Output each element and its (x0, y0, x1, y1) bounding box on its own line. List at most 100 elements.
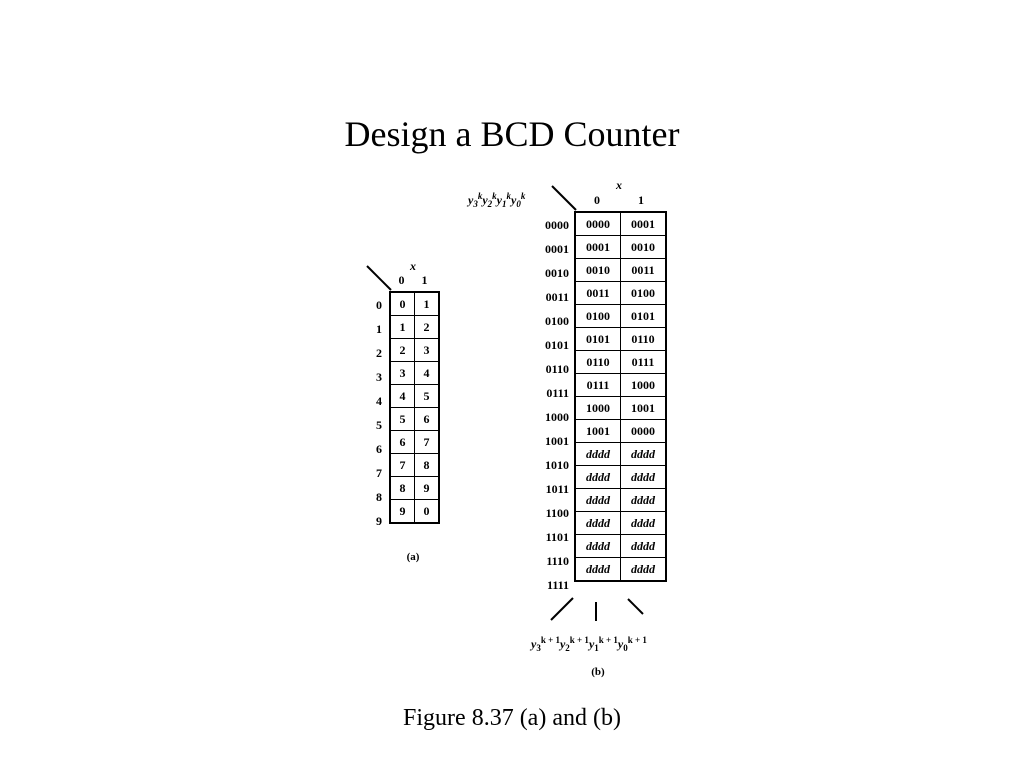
row-label: 8 (376, 490, 382, 504)
row-label: 1 (376, 322, 382, 336)
row-label: 1001 (545, 434, 569, 448)
row-label: 0001 (545, 242, 569, 256)
variable-subscript: 1 (594, 643, 599, 653)
variable-symbol: y (588, 637, 595, 651)
table-cell: 9 (414, 476, 440, 500)
figure-caption: Figure 8.37 (a) and (b) (403, 705, 621, 731)
variable-superscript: k (477, 191, 483, 201)
table-cell: 0010 (574, 258, 621, 282)
variable-superscript: k + 1 (627, 635, 647, 645)
variable-symbol: y (510, 193, 517, 207)
row-label: 1101 (545, 530, 569, 544)
table-cell: dddd (574, 488, 621, 512)
table-cell: dddd (574, 442, 621, 466)
table-cell: dddd (620, 442, 667, 466)
variable-subscript: 1 (501, 199, 507, 209)
row-label: 5 (376, 418, 382, 432)
slide-title: Design a BCD Counter (344, 114, 680, 154)
variable-superscript: k + 1 (598, 635, 618, 645)
row-label: 3 (376, 370, 382, 384)
state-variable: y0k + 1 (617, 635, 647, 653)
table-cell: dddd (620, 488, 667, 512)
row-label: 1010 (545, 458, 569, 472)
next-state-pointer-left (550, 597, 574, 621)
table-a-input-label: x (410, 259, 416, 273)
table-cell: 0101 (620, 304, 667, 328)
table-cell: 1000 (620, 373, 667, 397)
variable-symbol: y (496, 193, 502, 207)
row-label: 0010 (545, 266, 569, 280)
state-variable: y2k + 1 (559, 635, 589, 653)
state-variable: y3k (468, 191, 483, 209)
table-cell: 4 (414, 361, 440, 385)
table-cell: 1001 (620, 396, 667, 420)
table-cell: 7 (389, 453, 415, 477)
variable-superscript: k + 1 (569, 635, 589, 645)
table-cell: 0100 (574, 304, 621, 328)
table-b-state-header: y3ky2ky1ky0k (468, 184, 525, 216)
table-cell: 0000 (620, 419, 667, 443)
next-state-label: y3k + 1y2k + 1y1k + 1y0k + 1 (531, 628, 647, 660)
variable-symbol: y (531, 637, 537, 651)
table-a-corner-diagonal (366, 265, 392, 291)
state-variable: y0k (510, 191, 525, 209)
table-cell: dddd (574, 465, 621, 489)
table-cell: dddd (620, 465, 667, 489)
row-label: 6 (376, 442, 382, 456)
variable-subscript: 3 (536, 643, 541, 653)
table-cell: 0110 (620, 327, 667, 351)
table-cell: 0110 (574, 350, 621, 374)
table-cell: 2 (389, 338, 415, 362)
table-cell: 0011 (620, 258, 667, 282)
row-label: 1100 (545, 506, 569, 520)
state-variable: y1k + 1 (588, 635, 618, 653)
table-cell: 0000 (574, 211, 621, 236)
table-cell: 7 (414, 430, 440, 454)
variable-subscript: 3 (473, 199, 478, 209)
table-b-col-header-0: 0 (594, 193, 600, 207)
row-label: 1000 (545, 410, 569, 424)
variable-subscript: 2 (565, 643, 570, 653)
row-label: 1110 (546, 554, 569, 568)
table-cell: 4 (389, 384, 415, 408)
variable-symbol: y (617, 637, 624, 651)
table-a-caption: (a) (406, 551, 420, 563)
table-b-input-label: x (616, 178, 622, 192)
variable-superscript: k + 1 (540, 635, 560, 645)
row-label: 0000 (545, 218, 569, 232)
variable-symbol: y (559, 637, 566, 651)
table-b-caption: (b) (591, 666, 605, 678)
table-a-col-header-1: 1 (421, 273, 428, 287)
table-cell: 6 (414, 407, 440, 431)
table-cell: 0100 (620, 281, 667, 305)
table-cell: dddd (574, 557, 621, 582)
table-cell: 5 (389, 407, 415, 431)
variable-subscript: 0 (623, 643, 628, 653)
table-b-col-header-1: 1 (638, 193, 644, 207)
table-cell: dddd (620, 511, 667, 535)
table-cell: 3 (414, 338, 440, 362)
state-variable: y2k (482, 191, 496, 209)
row-label: 0111 (546, 386, 569, 400)
